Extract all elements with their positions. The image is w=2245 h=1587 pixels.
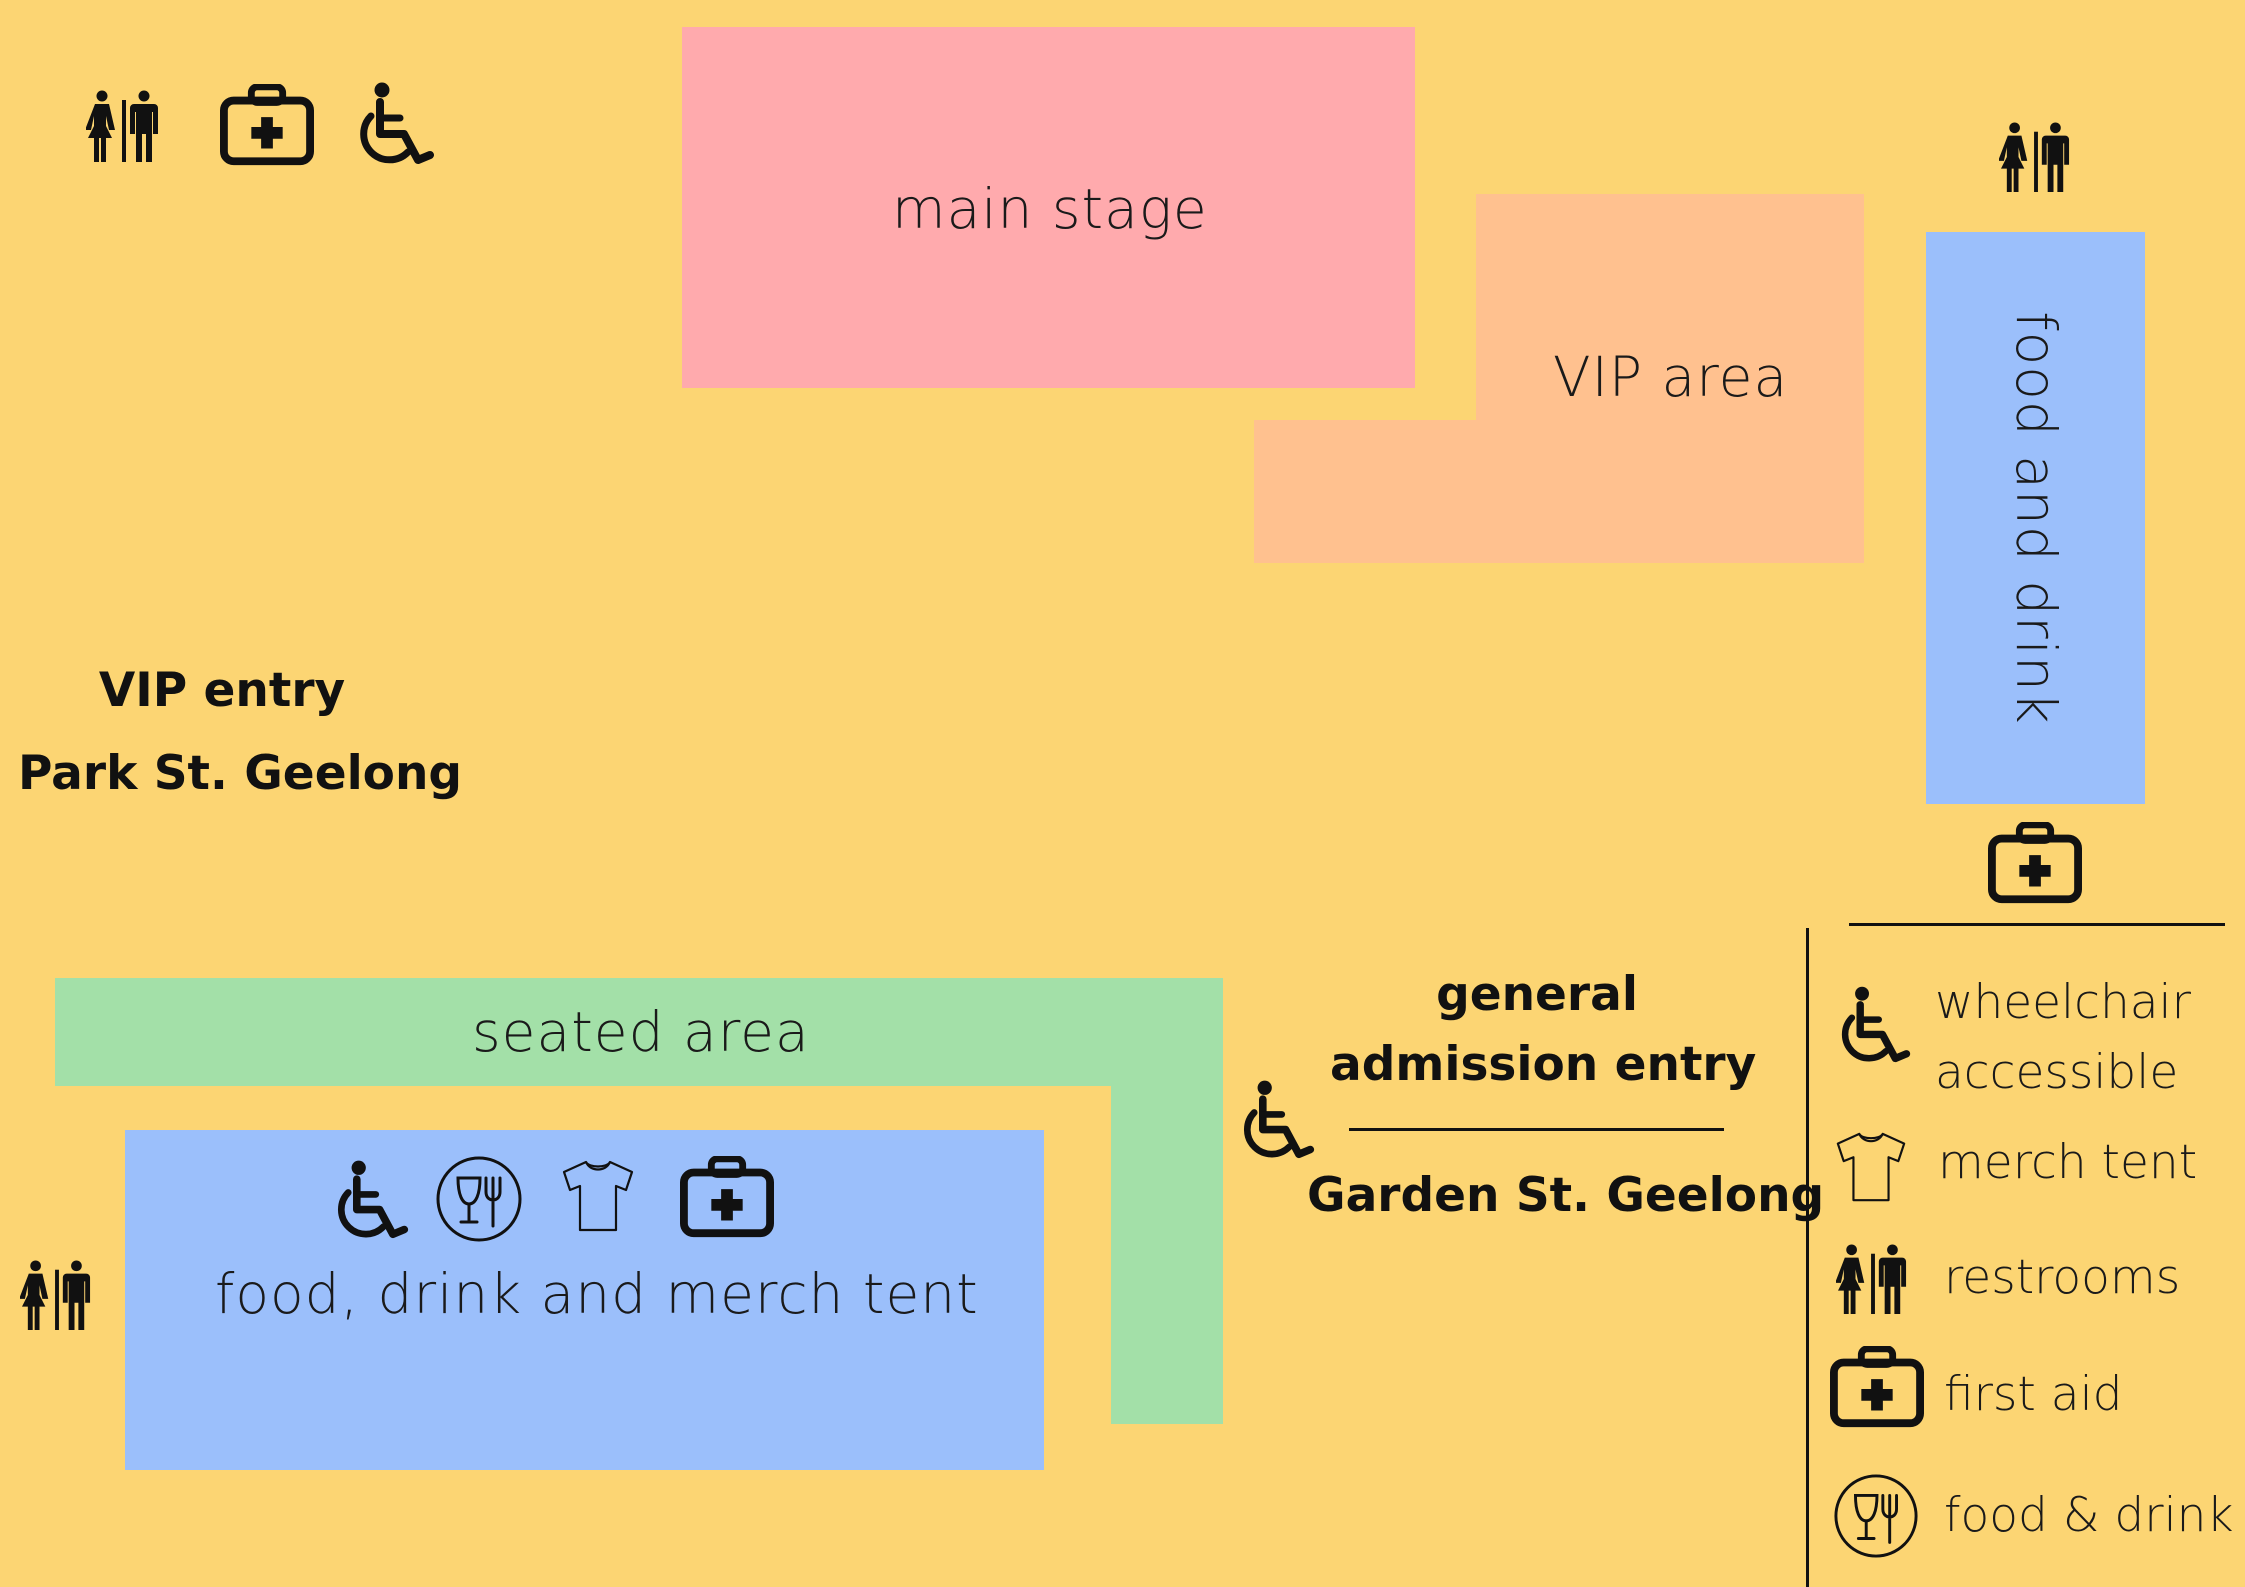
legend-merch: merch tent (1938, 1135, 2198, 1190)
food-drink-icon (434, 1154, 524, 1244)
first-aid-icon (1830, 1346, 1924, 1428)
legend-divider (1806, 928, 1809, 1587)
general-entry-title-line1: general (1436, 967, 1638, 1022)
general-entry-divider (1349, 1128, 1724, 1131)
first-aid-icon (1988, 822, 2082, 904)
legend-top-rule (1849, 923, 2225, 926)
restroom-icon (86, 90, 162, 162)
seated-area-label: seated area (472, 1000, 810, 1064)
food-drink-icon (1832, 1472, 1920, 1560)
tshirt-icon (558, 1156, 638, 1236)
vip-entry-title: VIP entry (98, 663, 346, 718)
food-drink-merch-tent-label: food, drink and merch tent (215, 1262, 979, 1326)
wheelchair-icon (356, 82, 436, 170)
food-and-drink-zone: food and drink (1926, 232, 2145, 804)
legend-food-drink: food & drink (1944, 1488, 2234, 1543)
first-aid-icon (220, 84, 314, 166)
legend-first-aid: first aid (1944, 1367, 2123, 1422)
first-aid-icon (680, 1156, 774, 1238)
main-stage-label: main stage (892, 177, 1208, 241)
food-drink-merch-tent-zone: food, drink and merch tent (125, 1130, 1044, 1470)
wheelchair-icon (1838, 986, 1912, 1068)
food-and-drink-label: food and drink (2004, 311, 2068, 725)
legend-restrooms: restrooms (1944, 1250, 2181, 1305)
wheelchair-icon (1240, 1080, 1316, 1164)
general-entry-title-line2: admission entry (1330, 1037, 1757, 1092)
restroom-icon (20, 1260, 94, 1330)
main-stage-zone: main stage (682, 27, 1415, 388)
legend-wheelchair-line2: accessible (1935, 1045, 2179, 1100)
general-entry-street: Garden St. Geelong (1307, 1168, 1825, 1223)
tshirt-icon (1832, 1128, 1910, 1206)
vip-area-label: VIP area (1553, 345, 1789, 409)
wheelchair-icon (334, 1160, 410, 1244)
restroom-icon (1999, 122, 2073, 192)
restroom-icon (1836, 1244, 1910, 1314)
legend-wheelchair-line1: wheelchair (1935, 975, 2191, 1030)
vip-entry-street: Park St. Geelong (18, 746, 463, 801)
